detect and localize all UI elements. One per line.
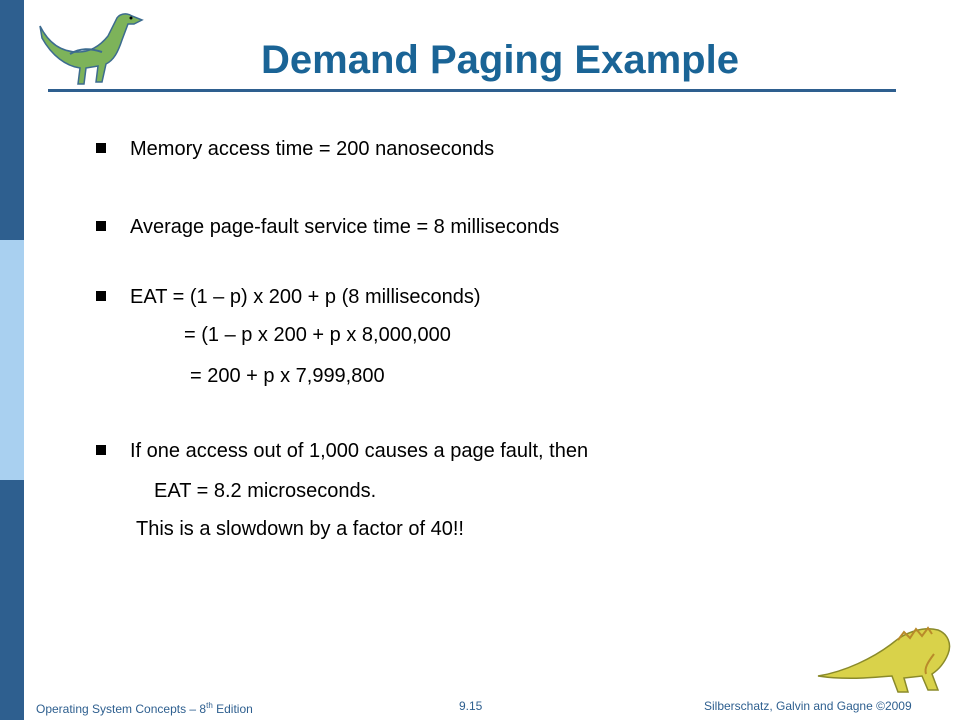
bullet-page-fault-service: Average page-fault service time = 8 mill… — [130, 216, 560, 238]
bullet-marker — [96, 291, 106, 301]
bullet-marker — [96, 445, 106, 455]
footer-book-prefix: Operating System Concepts – 8 — [36, 702, 207, 716]
eat-result: EAT = 8.2 microseconds. — [154, 480, 377, 502]
title-divider — [48, 89, 896, 92]
footer-copyright: Silberschatz, Galvin and Gagne ©2009 — [704, 699, 912, 713]
footer-book-sup: th — [206, 701, 213, 710]
bullet-memory-access: Memory access time = 200 nanoseconds — [130, 138, 495, 160]
footer-book-title: Operating System Concepts – 8th Edition — [36, 699, 253, 716]
eat-line-3: = 200 + p x 7,999,800 — [190, 365, 385, 387]
footer-book-suffix: Edition — [212, 702, 253, 716]
bullet-marker — [96, 143, 106, 153]
sidebar-dark-bottom — [0, 480, 24, 720]
bullet-eat-formula: EAT = (1 – p) x 200 + p (8 milliseconds) — [130, 286, 481, 308]
dinosaur-icon — [817, 626, 951, 693]
slide-title: Demand Paging Example — [261, 38, 739, 82]
footer-page-number: 9.15 — [459, 699, 483, 713]
bullet-page-fault-rate: If one access out of 1,000 causes a page… — [130, 440, 589, 462]
slowdown-note: This is a slowdown by a factor of 40!! — [136, 518, 464, 540]
eat-line-2: = (1 – p x 200 + p x 8,000,000 — [184, 324, 451, 346]
sidebar-light-middle — [0, 240, 24, 480]
dinosaur-icon — [39, 13, 144, 85]
slide-sidebar — [0, 0, 24, 720]
sidebar-dark-top — [0, 0, 24, 240]
bullet-marker — [96, 221, 106, 231]
